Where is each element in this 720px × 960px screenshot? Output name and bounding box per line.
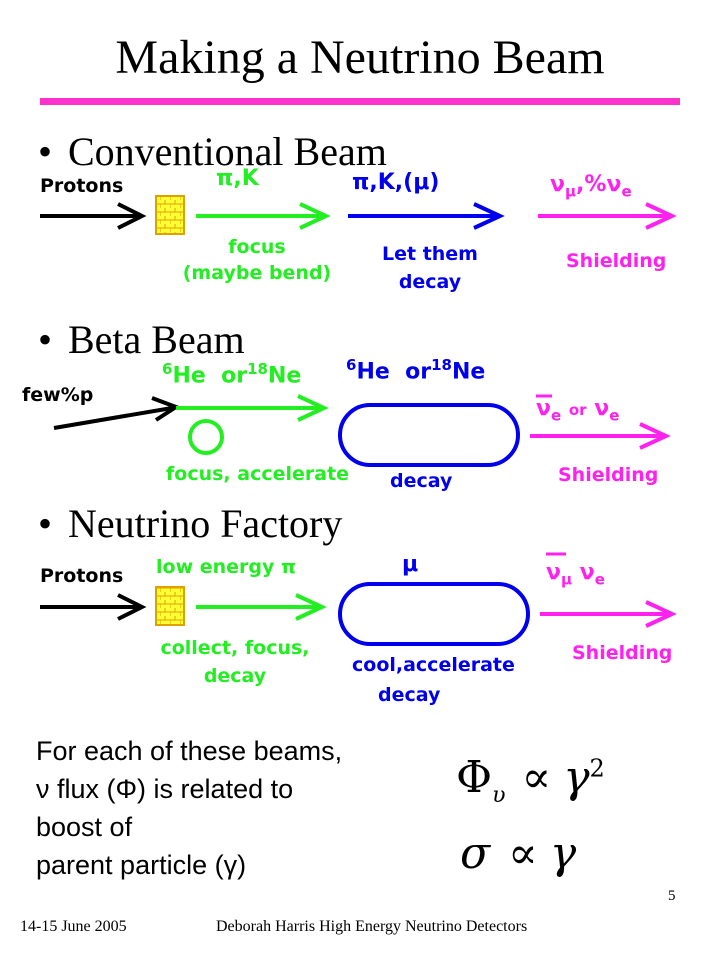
cool-text: cool,accelerate <box>352 654 515 676</box>
explanation-line-4: parent particle (γ) <box>36 850 247 880</box>
decay-ring-1 <box>338 403 520 467</box>
collect-focus-label: collect, focus, decay <box>140 634 330 690</box>
decay-text-1: decay <box>398 271 462 293</box>
numu-nue-label-2: νμ νe <box>546 560 605 589</box>
let-them-decay-label: Let them decay <box>360 240 500 296</box>
low-energy-pi-label: low energy π <box>156 556 297 578</box>
footer-date: 14-15 June 2005 <box>20 918 127 935</box>
focus-accelerate-label: focus, accelerate <box>166 463 350 485</box>
sigma-symbol: σ <box>460 828 491 879</box>
green-arrow-3 <box>196 593 327 621</box>
fewp-label: few%p <box>22 384 94 406</box>
gamma-symbol-2: γ <box>549 828 577 879</box>
collect-text: collect, focus, <box>160 637 310 659</box>
shielding-label-2: Shielding <box>558 464 659 486</box>
bullet-factory-label: Neutrino Factory <box>68 501 343 546</box>
title-underline <box>40 98 680 105</box>
protons-label-2: Protons <box>40 565 124 587</box>
phi-subscript: υ <box>492 782 506 808</box>
protons-arrow-2 <box>40 593 147 621</box>
protons-arrow-1 <box>40 202 147 230</box>
footer-author: Deborah Harris High Energy Neutrino Dete… <box>216 918 528 935</box>
protons-label-1: Protons <box>40 175 124 197</box>
page-number: 5 <box>668 888 676 904</box>
nue-or-nue-label: νe or νe <box>536 396 620 425</box>
cross-section-formula: σ ∝γ <box>460 828 576 879</box>
decay-ring-2 <box>338 582 530 646</box>
phi-symbol: Φ <box>456 752 493 803</box>
numu-symbol: ν <box>550 172 565 197</box>
magenta-arrow-3 <box>540 600 677 628</box>
decay-text-3: decay <box>203 665 267 687</box>
cool-accelerate-label: cool,accelerate decay <box>352 650 515 710</box>
bullet-conventional: •Conventional Beam <box>38 129 387 174</box>
bullet-beta: •Beta Beam <box>38 317 245 362</box>
blue-arrow-1 <box>348 202 505 230</box>
decay-label-2: decay <box>390 470 453 492</box>
he-ne-label-2: 6He or18Ne <box>346 356 486 385</box>
proportional-symbol-2: ∝ <box>508 828 538 879</box>
numu-nue-label: νμ,%νe <box>550 172 632 200</box>
gamma-symbol-1: γ <box>563 752 590 803</box>
mu-label: μ <box>402 552 419 577</box>
proportional-symbol-1: ∝ <box>521 752 552 803</box>
bullet-factory: •Neutrino Factory <box>38 501 343 546</box>
pik-label: π,K <box>216 166 259 191</box>
shielding-label-3: Shielding <box>572 642 673 664</box>
green-arrow-2 <box>176 394 329 422</box>
he-ne-label-1: 6He or18Ne <box>162 360 302 389</box>
pct-nue-symbol: ,%ν <box>576 172 622 197</box>
magenta-arrow-2 <box>530 422 671 450</box>
pik-mu-label: π,K,(μ) <box>352 170 440 195</box>
page-title: Making a Neutrino Beam <box>115 31 605 84</box>
shielding-label-1: Shielding <box>566 250 667 272</box>
explanation-line-3: boost of <box>36 812 133 842</box>
green-arrow-1 <box>196 202 331 230</box>
maybe-bend-text: (maybe bend) <box>182 262 332 284</box>
decay-text-4: decay <box>378 684 441 706</box>
bullet-beta-label: Beta Beam <box>68 317 245 362</box>
magenta-arrow-1 <box>538 202 677 230</box>
numu-subscript: μ <box>565 182 577 201</box>
focus-text: focus <box>228 236 286 258</box>
accelerator-ring-small <box>188 419 224 455</box>
explanation-text: For each of these beams, ν flux (Φ) is r… <box>36 732 416 884</box>
flux-formula: Φυ ∝γ2 <box>456 752 605 808</box>
target-icon-2 <box>155 586 185 626</box>
focus-label: focus (maybe bend) <box>172 234 342 286</box>
nue-subscript-1: e <box>621 182 632 201</box>
let-them-text: Let them <box>382 243 478 265</box>
squared-exponent: 2 <box>589 754 605 783</box>
explanation-line-1: For each of these beams, <box>36 736 343 766</box>
explanation-line-2: ν flux (Φ) is related to <box>36 774 294 804</box>
bullet-conventional-label: Conventional Beam <box>68 129 387 174</box>
target-icon-1 <box>155 195 185 235</box>
